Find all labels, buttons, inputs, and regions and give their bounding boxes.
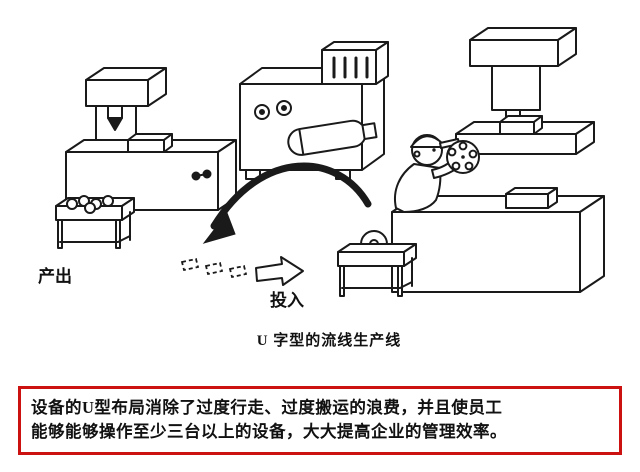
reel-part-icon <box>446 140 480 174</box>
milling-machine-left-icon <box>65 67 237 211</box>
diagram-caption: U 字型的流线生产线 <box>256 333 402 349</box>
roller-cylinder-icon <box>287 119 378 156</box>
cap-icon <box>410 135 444 148</box>
input-label: 投入 <box>270 290 304 310</box>
curved-flow-arrow-icon <box>202 162 372 244</box>
slotted-machine-top-icon <box>321 41 389 85</box>
output-label: 产出 <box>38 266 72 286</box>
round-part-table-icon <box>337 230 417 297</box>
press-machine-center-icon <box>239 41 389 180</box>
worker-figure-icon <box>394 134 480 213</box>
milling-machine-right-icon <box>455 27 595 155</box>
note-line-1: 设备的U型布局消除了过度行走、过度搬运的浪费，并且使员工 <box>31 398 503 417</box>
workbench-right-icon <box>391 187 605 293</box>
note-box: 设备的U型布局消除了过度行走、过度搬运的浪费，并且使员工 能够能够操作至少三台以… <box>18 386 622 455</box>
u-line-illustration-canvas: 产出 投入 <box>38 27 605 310</box>
note-line-2: 能够能够操作至少三台以上的设备，大大提高企业的管理效率。 <box>31 422 507 441</box>
input-hollow-arrow-icon <box>255 256 304 286</box>
output-parts-table-icon <box>55 195 135 249</box>
dashed-work-pieces-icon <box>180 257 248 279</box>
